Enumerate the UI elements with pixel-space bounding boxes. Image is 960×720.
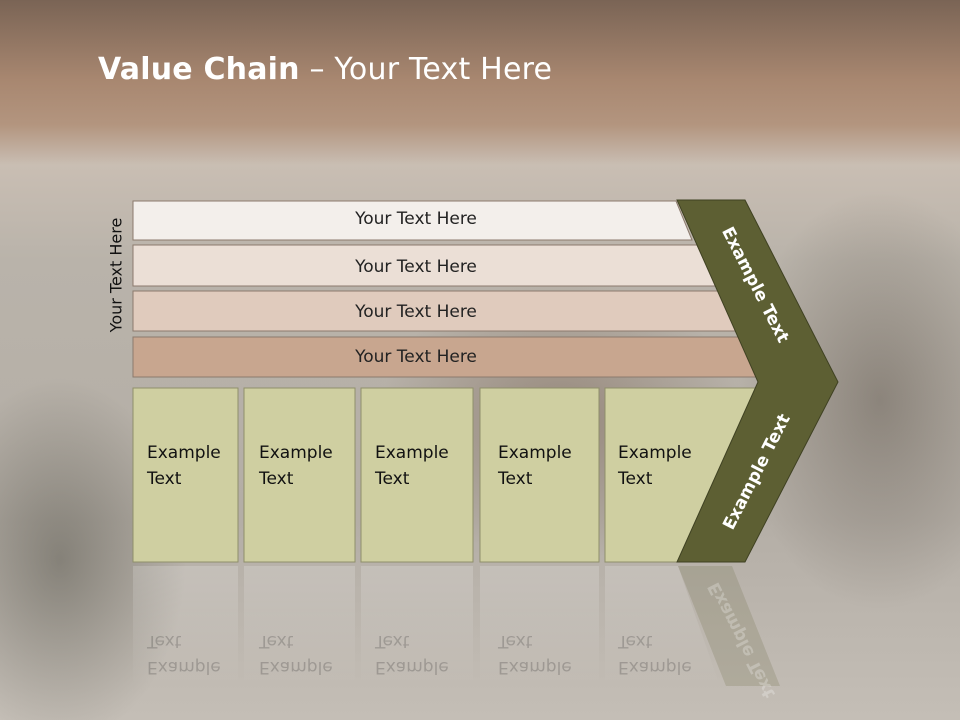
activity-text-5-line2: Text (618, 469, 653, 489)
reflection-text-4-line2: Text (498, 631, 533, 651)
activity-text-1-line2: Text (147, 469, 182, 489)
reflection-text-3-line2: Text (375, 631, 410, 651)
activity-text-3-line1: Example (375, 443, 449, 463)
activity-box-3 (360, 387, 474, 563)
reflection-text-5: Example Text (618, 628, 718, 680)
reflection-text-1: Example Text (147, 628, 247, 680)
reflection-text-1-line2: Text (147, 631, 182, 651)
activity-box-2 (243, 387, 356, 563)
row-label-4: Your Text Here (355, 347, 477, 367)
reflection-text-1-line1: Example (147, 657, 221, 677)
activity-text-4-line1: Example (498, 443, 572, 463)
activity-text-4-line2: Text (498, 469, 533, 489)
reflection-text-2-line2: Text (259, 631, 294, 651)
margin-chevron (676, 199, 839, 563)
reflection-text-3-line1: Example (375, 657, 449, 677)
title-bold: Value Chain (98, 52, 300, 87)
row-label-2: Your Text Here (355, 257, 477, 277)
reflection-text-5-line2: Text (618, 631, 653, 651)
title-rest: – Your Text Here (299, 52, 553, 87)
slide-title: Value Chain – Your Text Here (98, 52, 552, 87)
activity-box-4 (479, 387, 600, 563)
row-bar-1 (132, 200, 693, 241)
activity-text-2-line1: Example (259, 443, 333, 463)
reflection-text-2: Example Text (259, 628, 359, 680)
row-label-3: Your Text Here (355, 302, 477, 322)
reflection-text-3: Example Text (375, 628, 475, 680)
reflection-text-4-line1: Example (498, 657, 572, 677)
activity-text-1-line1: Example (147, 443, 221, 463)
row-label-1: Your Text Here (355, 209, 477, 229)
reflection-group (133, 566, 780, 686)
reflection-text-2-line1: Example (259, 657, 333, 677)
activity-box-1 (132, 387, 239, 563)
activity-text-2-line2: Text (259, 469, 294, 489)
activity-text-5-line1: Example (618, 443, 692, 463)
reflection-text-4: Example Text (498, 628, 598, 680)
reflection-text-5-line1: Example (618, 657, 692, 677)
activity-text-3-line2: Text (375, 469, 410, 489)
